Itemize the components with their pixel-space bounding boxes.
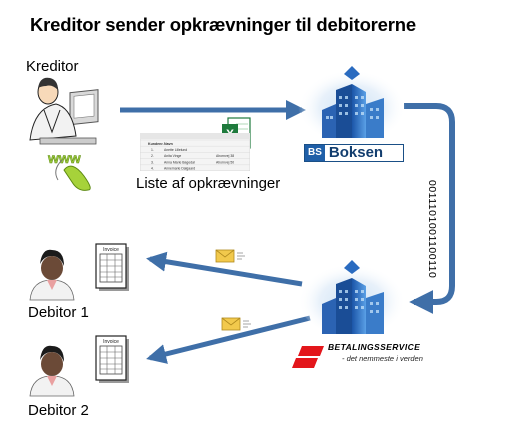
spreadsheet-cell: 2. bbox=[151, 154, 154, 158]
boksen-building-icon bbox=[298, 66, 406, 142]
debitor-2-label: Debitor 2 bbox=[28, 402, 89, 419]
invoice-label: Invoice bbox=[103, 339, 119, 345]
spreadsheet-cell: Anette Lillelund bbox=[164, 148, 187, 152]
diagram-title: Kreditor sender opkrævninger til debitor… bbox=[30, 14, 416, 35]
svg-text:www: www bbox=[47, 150, 81, 166]
kreditor-label: Kreditor bbox=[26, 58, 79, 75]
spreadsheet-header: Navn bbox=[164, 142, 173, 146]
envelope-icon bbox=[215, 249, 245, 263]
spreadsheet-cell: Annemarie Dalgaard bbox=[164, 167, 195, 171]
betalingsservice-logo-mark bbox=[292, 346, 324, 368]
boksen-logo-abbr: BS bbox=[305, 145, 325, 161]
betalingsservice-logo-name: BETALINGSSERVICE bbox=[328, 342, 421, 352]
spreadsheet-cell: Anita Vinge bbox=[164, 154, 181, 158]
debitor-1-label: Debitor 1 bbox=[28, 304, 89, 321]
invoice-document-icon: Invoice bbox=[95, 335, 129, 383]
boksen-logo: BS Boksen bbox=[304, 144, 404, 162]
arrow-to-debitor-1 bbox=[146, 251, 303, 287]
betalingsservice-building-icon bbox=[298, 260, 406, 336]
binary-data-text: 0011101001100110 bbox=[426, 180, 438, 279]
spreadsheet-cell: 1. bbox=[151, 148, 154, 152]
invoice-label: Invoice bbox=[103, 247, 119, 253]
debitor-2-person-icon bbox=[29, 345, 75, 397]
spreadsheet-cell: Ahornvej 50 bbox=[216, 160, 234, 164]
betalingsservice-logo-tagline: - det nemmeste i verden bbox=[342, 354, 423, 363]
liste-label: Liste af opkrævninger bbox=[136, 175, 281, 192]
spreadsheet-cell: Ahornvej 38 bbox=[216, 154, 234, 158]
debitor-1-person-icon bbox=[29, 249, 75, 301]
arrow-to-debitor-2 bbox=[146, 315, 311, 364]
envelope-icon bbox=[221, 317, 251, 331]
spreadsheet-cell: 3. bbox=[151, 160, 154, 164]
invoice-document-icon: Invoice bbox=[95, 243, 129, 291]
arrow-boksen-to-betalingsservice bbox=[404, 103, 455, 314]
spreadsheet-cell: 4. bbox=[151, 167, 154, 171]
spreadsheet-header: Kundenr. bbox=[148, 142, 164, 146]
spreadsheet-cell: Anna Marie Bagedal bbox=[164, 160, 195, 164]
spreadsheet-thumbnail: Kundenr.Navn 1. Anette Lillelund 2. Anita Vi… bbox=[140, 133, 250, 171]
boksen-logo-name: Boksen bbox=[328, 144, 384, 161]
kreditor-person-icon: www bbox=[29, 77, 99, 191]
